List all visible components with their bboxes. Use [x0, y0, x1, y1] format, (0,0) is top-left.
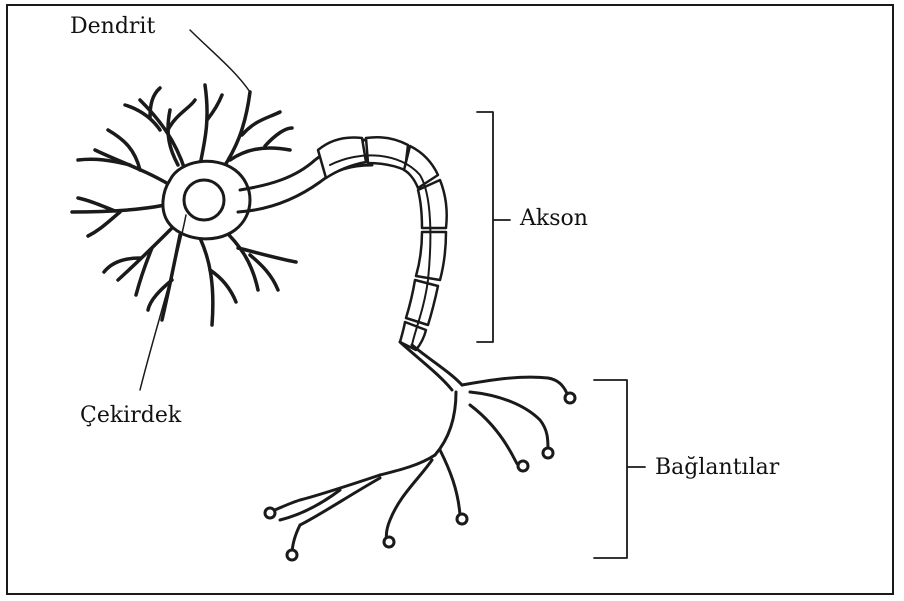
cekirdek-label: Çekirdek [80, 405, 181, 427]
akson-label: Akson [520, 208, 588, 230]
baglantilar-bracket [594, 380, 645, 558]
akson-bracket [477, 112, 510, 342]
myelin-sheath [318, 137, 447, 350]
baglantilar-label: Bağlantılar [655, 457, 779, 479]
axon-terminals [265, 342, 575, 560]
dendrit-label: Dendrit [70, 16, 155, 38]
dendrit-leader [190, 30, 250, 92]
nucleus [184, 180, 224, 220]
